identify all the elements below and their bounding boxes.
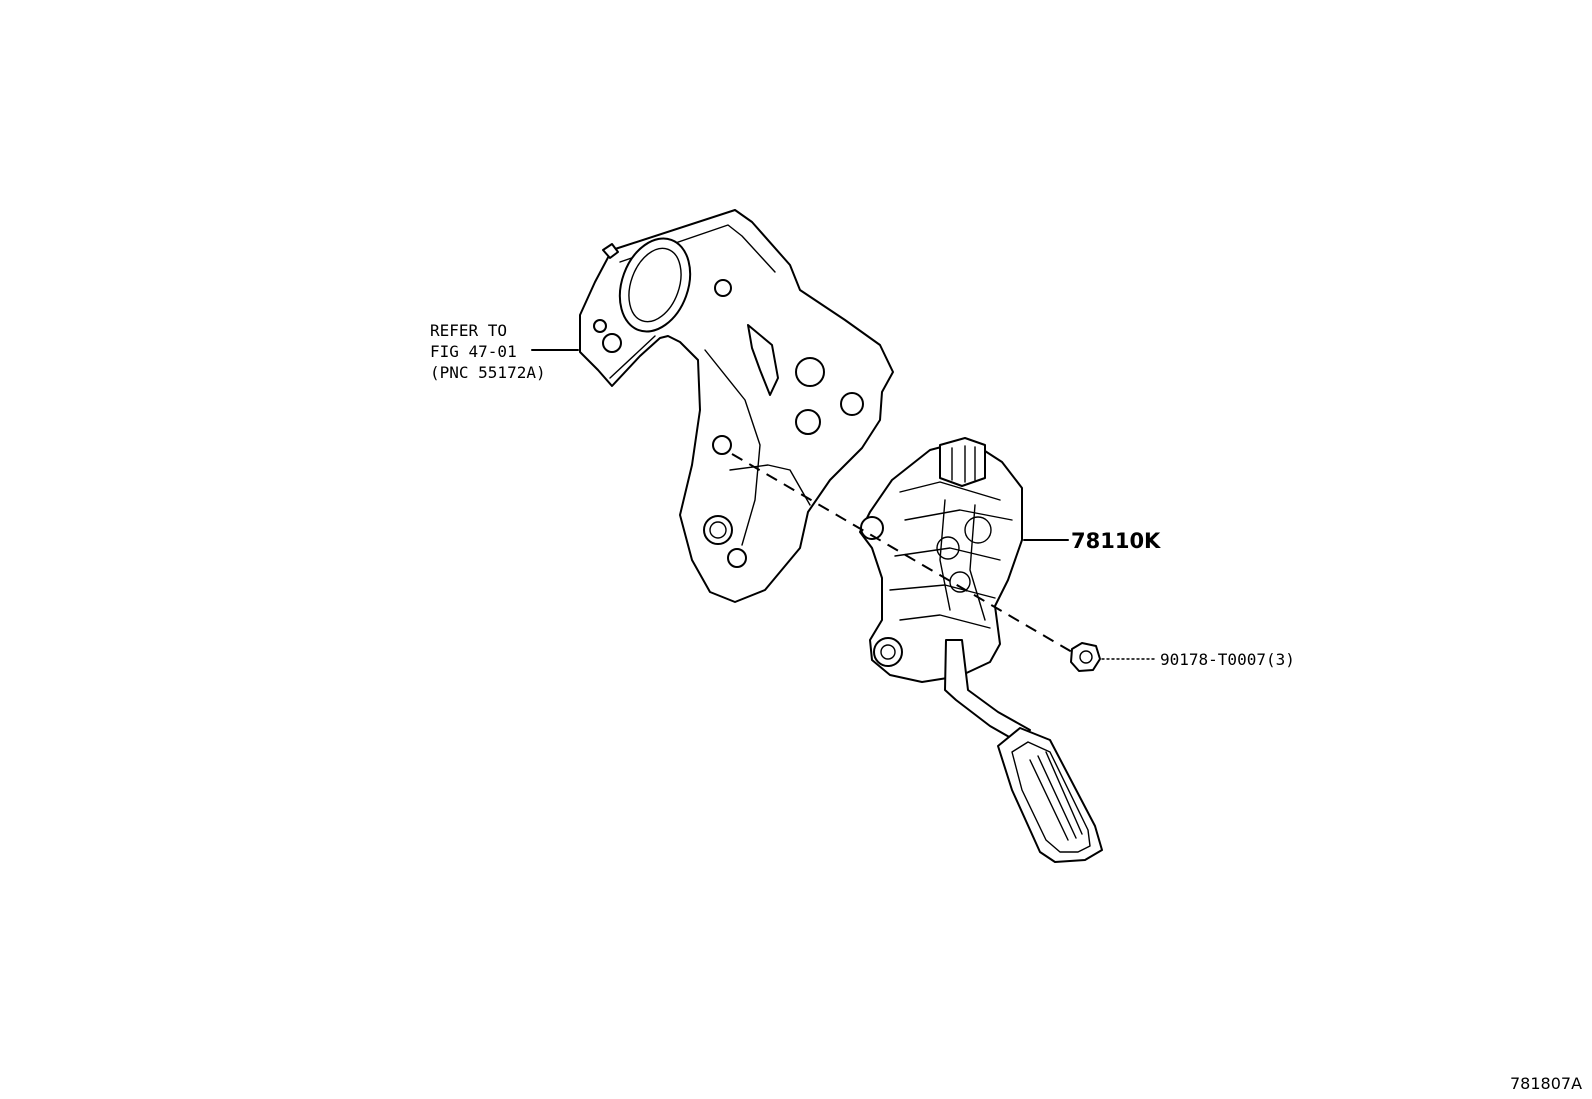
bolt-alignment-line <box>731 453 1073 653</box>
nut-icon[interactable] <box>1070 642 1101 672</box>
figure-id: 781807A <box>1510 1074 1582 1093</box>
mounting-bracket[interactable] <box>579 209 894 603</box>
part-number-nut[interactable]: 90178-T0007(3) <box>1160 650 1295 669</box>
callout-refer: REFER TO FIG 47-01 (PNC 55172A) <box>430 321 546 382</box>
callout-refer-line2: FIG 47-01 <box>430 342 517 361</box>
part-number-pedal-assembly[interactable]: 78110K <box>1071 529 1161 553</box>
callout-refer-line1: REFER TO <box>430 321 507 340</box>
accelerator-pedal-assembly[interactable] <box>859 437 1103 863</box>
callout-refer-line3: (PNC 55172A) <box>430 363 546 382</box>
